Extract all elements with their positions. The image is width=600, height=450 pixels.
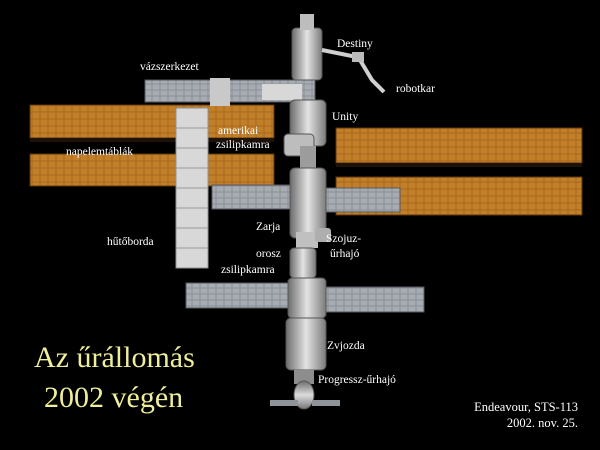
label-unity: Unity — [332, 111, 359, 123]
solar-array-right — [335, 127, 583, 216]
radiator — [175, 107, 209, 269]
grey-solar-panels-lower — [185, 282, 425, 313]
label-soyuz-line1: Szojuz- — [326, 233, 362, 245]
label-solar-arrays: napelemtáblák — [66, 146, 134, 158]
solar-array-left — [29, 104, 275, 187]
station-modules — [270, 14, 386, 410]
label-soyuz-line2: űrhajó — [330, 248, 360, 260]
label-truss: vázszerkezet — [140, 61, 199, 73]
label-ru-airlock-line1: orosz — [256, 248, 281, 260]
label-progress: Progressz-űrhajó — [318, 374, 396, 386]
grey-solar-panels-upper — [211, 184, 401, 213]
label-us-airlock-line2: zsilipkamra — [216, 139, 270, 151]
label-zarya: Zarja — [256, 221, 281, 233]
truss — [144, 78, 316, 106]
label-zvezda: Zvjozda — [327, 340, 365, 352]
label-robot-arm: robotkar — [396, 83, 435, 95]
label-destiny: Destiny — [337, 38, 373, 50]
label-ru-airlock-line2: zsilipkamra — [221, 264, 275, 276]
credit-line2: 2002. nov. 25. — [506, 416, 578, 430]
title-line2: 2002 végén — [44, 381, 184, 414]
label-us-airlock-line1: amerikai — [218, 125, 259, 137]
title-line1: Az űrállomás — [34, 341, 195, 374]
credit-line1: Endeavour, STS-113 — [474, 400, 578, 414]
label-radiator: hűtőborda — [107, 236, 154, 248]
